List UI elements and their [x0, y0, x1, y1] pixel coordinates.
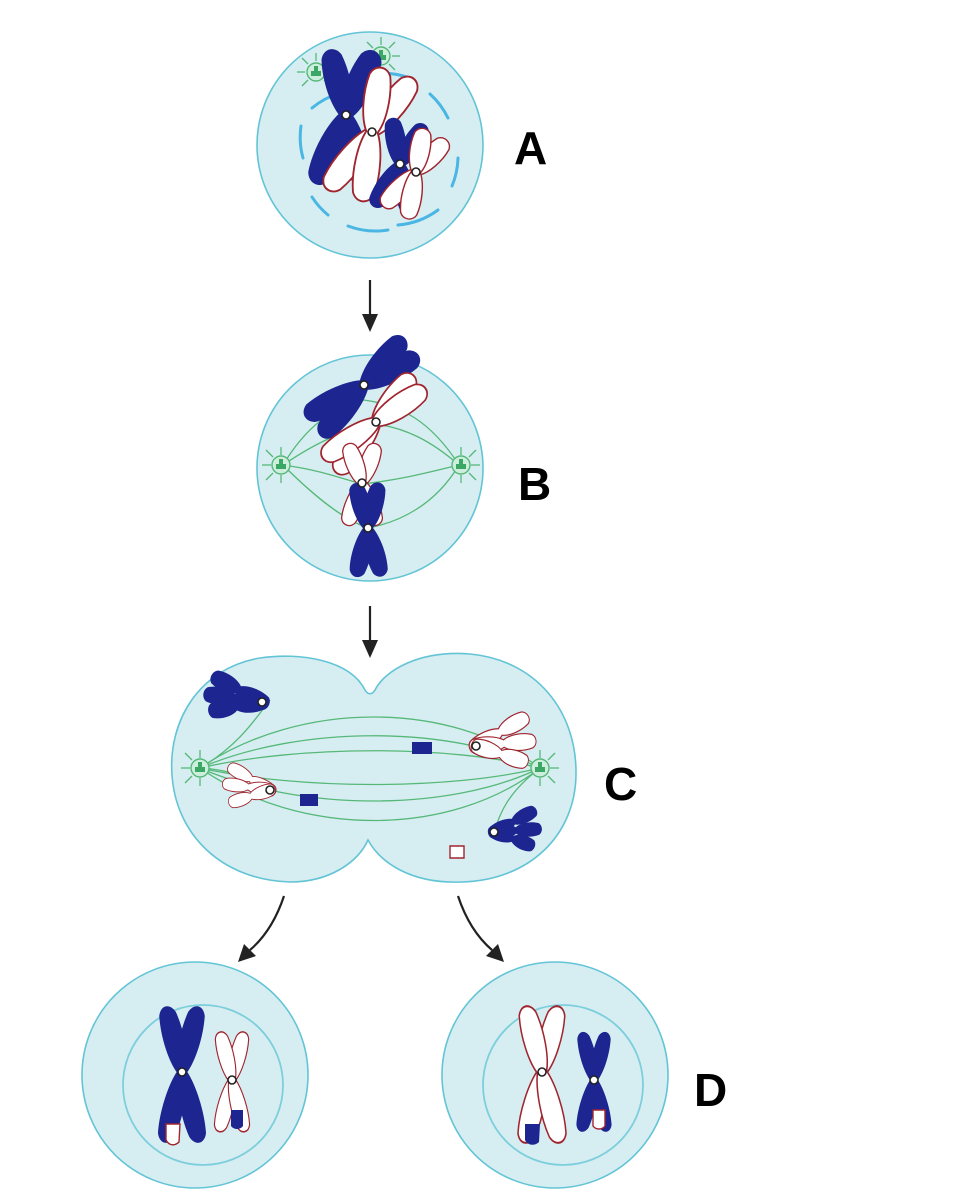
- cell-a-chromosome-pair-large: [302, 45, 425, 205]
- cell-c-centrosome-right: [530, 750, 559, 786]
- cell-b-chromosomes: [298, 329, 433, 580]
- cell-b-centrosome-left: [262, 447, 291, 483]
- cell-b-centrosome-right: [451, 447, 480, 483]
- cell-d-right-membrane: [441, 961, 669, 1189]
- cell-d-right-chromosome-small: [573, 1030, 615, 1134]
- arrow-c-to-d-right: [456, 895, 504, 962]
- cell-a-chromosome-pair-small: [364, 116, 455, 222]
- cell-d-left-chromosome-small: [210, 1029, 254, 1135]
- arrow-c-to-d-left: [238, 895, 286, 962]
- cell-a: [256, 31, 484, 259]
- cell-d-left-membrane: [81, 961, 309, 1189]
- cell-d-left-nucleus: [122, 1004, 284, 1166]
- cell-b: [256, 329, 484, 582]
- cell-d-right-chromosome-large: [513, 1002, 571, 1147]
- label-c: C: [604, 758, 637, 810]
- cell-c-membrane: [170, 652, 577, 883]
- cell-d-left: [81, 961, 309, 1189]
- cell-c-centrosome-left: [181, 750, 210, 786]
- cell-d-left-chromosome-large: [154, 1003, 210, 1146]
- label-b: B: [518, 458, 551, 510]
- cell-d-right: [441, 961, 669, 1189]
- cell-d-right-nucleus: [482, 1004, 644, 1166]
- label-a: A: [514, 122, 547, 174]
- cell-c: [170, 652, 577, 883]
- arrow-a-to-b: [362, 280, 378, 332]
- label-d: D: [694, 1064, 727, 1116]
- arrow-b-to-c: [362, 606, 378, 658]
- cell-c-chromosomes: [202, 667, 543, 859]
